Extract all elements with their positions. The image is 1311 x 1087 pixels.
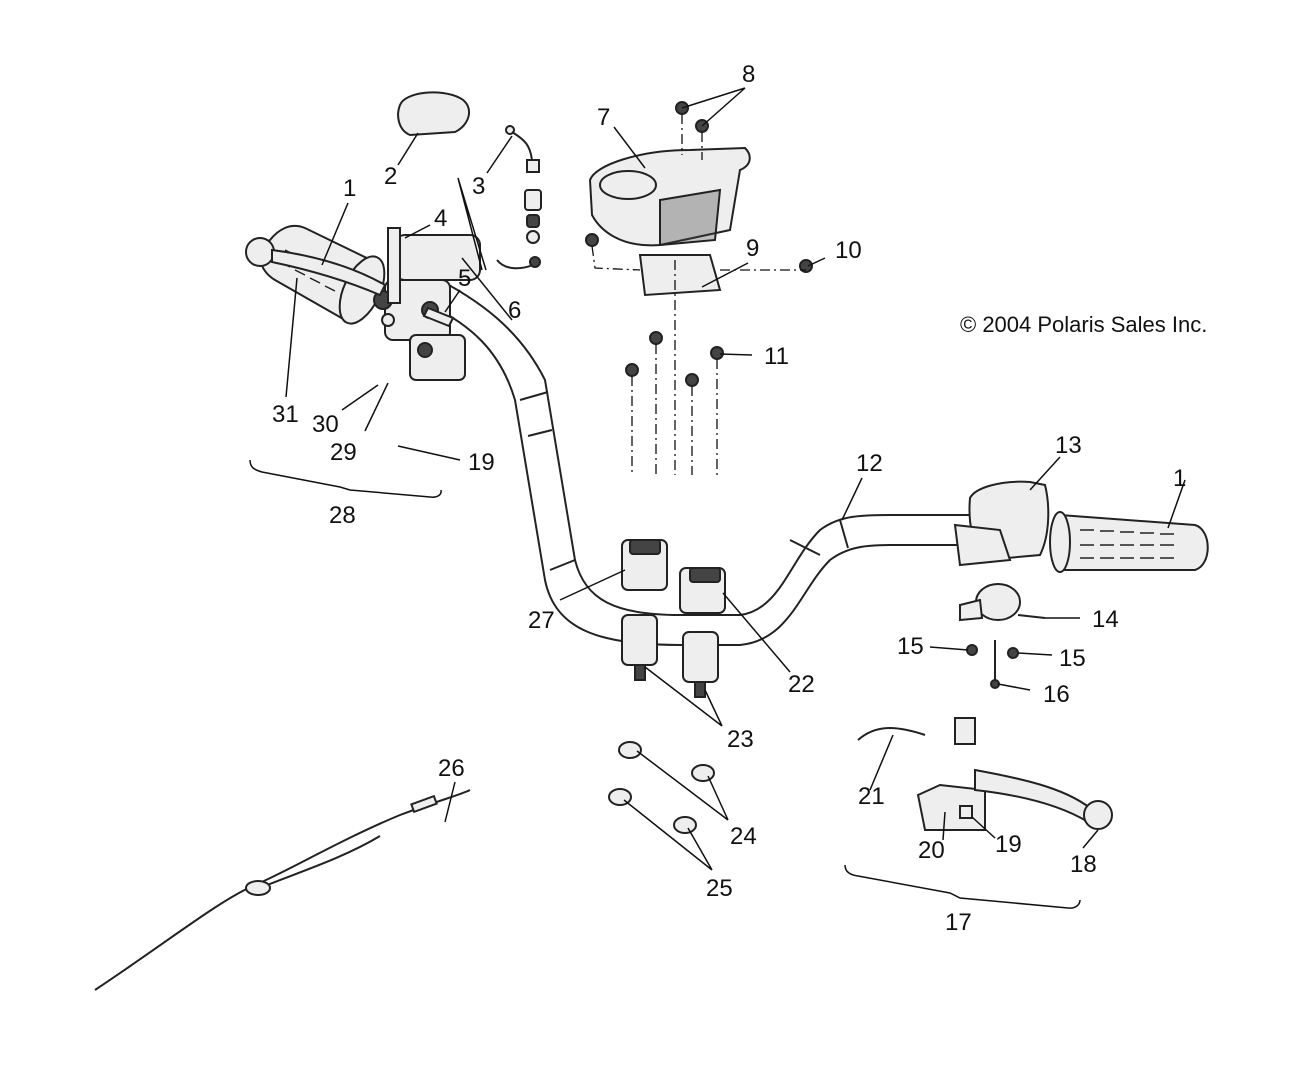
risers (621, 614, 719, 698)
callout-30: 30 (312, 411, 339, 438)
callout-20: 20 (918, 837, 945, 864)
callout-5: 5 (458, 265, 471, 292)
clamp-screws (625, 260, 724, 475)
callout-2: 2 (384, 163, 397, 190)
copyright-notice: © 2004 Polaris Sales Inc. (960, 312, 1207, 337)
screw (422, 306, 455, 328)
callout-1-left: 1 (343, 175, 356, 202)
callout-16: 16 (1043, 681, 1070, 708)
callout-4: 4 (434, 205, 447, 232)
callout-7: 7 (597, 104, 610, 131)
callout-11: 11 (764, 343, 789, 370)
switch-assembly (959, 583, 1046, 622)
callout-27: 27 (528, 607, 555, 634)
screw-15a (966, 644, 978, 656)
handlebar (429, 274, 975, 646)
screw-10b (799, 259, 813, 273)
callout-17: 17 (945, 909, 972, 936)
callout-15-left: 15 (897, 633, 924, 660)
right-lever-assembly (857, 717, 1113, 831)
callout-8: 8 (742, 61, 755, 88)
leader-lines (285, 87, 1186, 871)
callout-9: 9 (746, 235, 759, 262)
screw-10a (585, 233, 599, 247)
callout-28: 28 (329, 502, 356, 529)
callout-26: 26 (438, 755, 465, 782)
throttle-cable (94, 789, 471, 991)
callout-13: 13 (1055, 432, 1082, 459)
control-housing (588, 146, 751, 247)
callout-6: 6 (508, 297, 521, 324)
callout-19-right: 19 (995, 831, 1022, 858)
callout-10: 10 (835, 237, 862, 264)
callout-15-right: 15 (1059, 645, 1086, 672)
callout-1-right: 1 (1173, 465, 1186, 492)
callout-3: 3 (472, 173, 485, 200)
cover-cap (397, 91, 470, 137)
callout-25: 25 (706, 875, 733, 902)
callout-22: 22 (788, 671, 815, 698)
callout-18: 18 (1070, 851, 1097, 878)
washers (608, 741, 715, 834)
screw-15b (1007, 647, 1019, 659)
callout-29: 29 (330, 439, 357, 466)
callout-14: 14 (1092, 606, 1119, 633)
right-grip (1049, 511, 1209, 573)
bracket (638, 254, 722, 297)
upper-clamps (621, 539, 726, 614)
callout-24: 24 (730, 823, 757, 850)
switch-wire (496, 125, 542, 270)
bracket-28 (249, 459, 442, 498)
pin (387, 227, 401, 304)
right-control-housing (953, 480, 1050, 567)
callout-21: 21 (858, 783, 885, 810)
left-lever (245, 237, 387, 297)
left-control-housing (373, 234, 481, 381)
callout-23: 23 (727, 726, 754, 753)
bracket-17 (844, 864, 1081, 909)
callout-12: 12 (856, 450, 883, 477)
callout-19-left: 19 (468, 449, 495, 476)
callout-31: 31 (272, 401, 299, 428)
callout-labels: 1 2 3 4 5 6 7 8 9 10 11 12 13 1 14 15 15… (272, 61, 1186, 936)
